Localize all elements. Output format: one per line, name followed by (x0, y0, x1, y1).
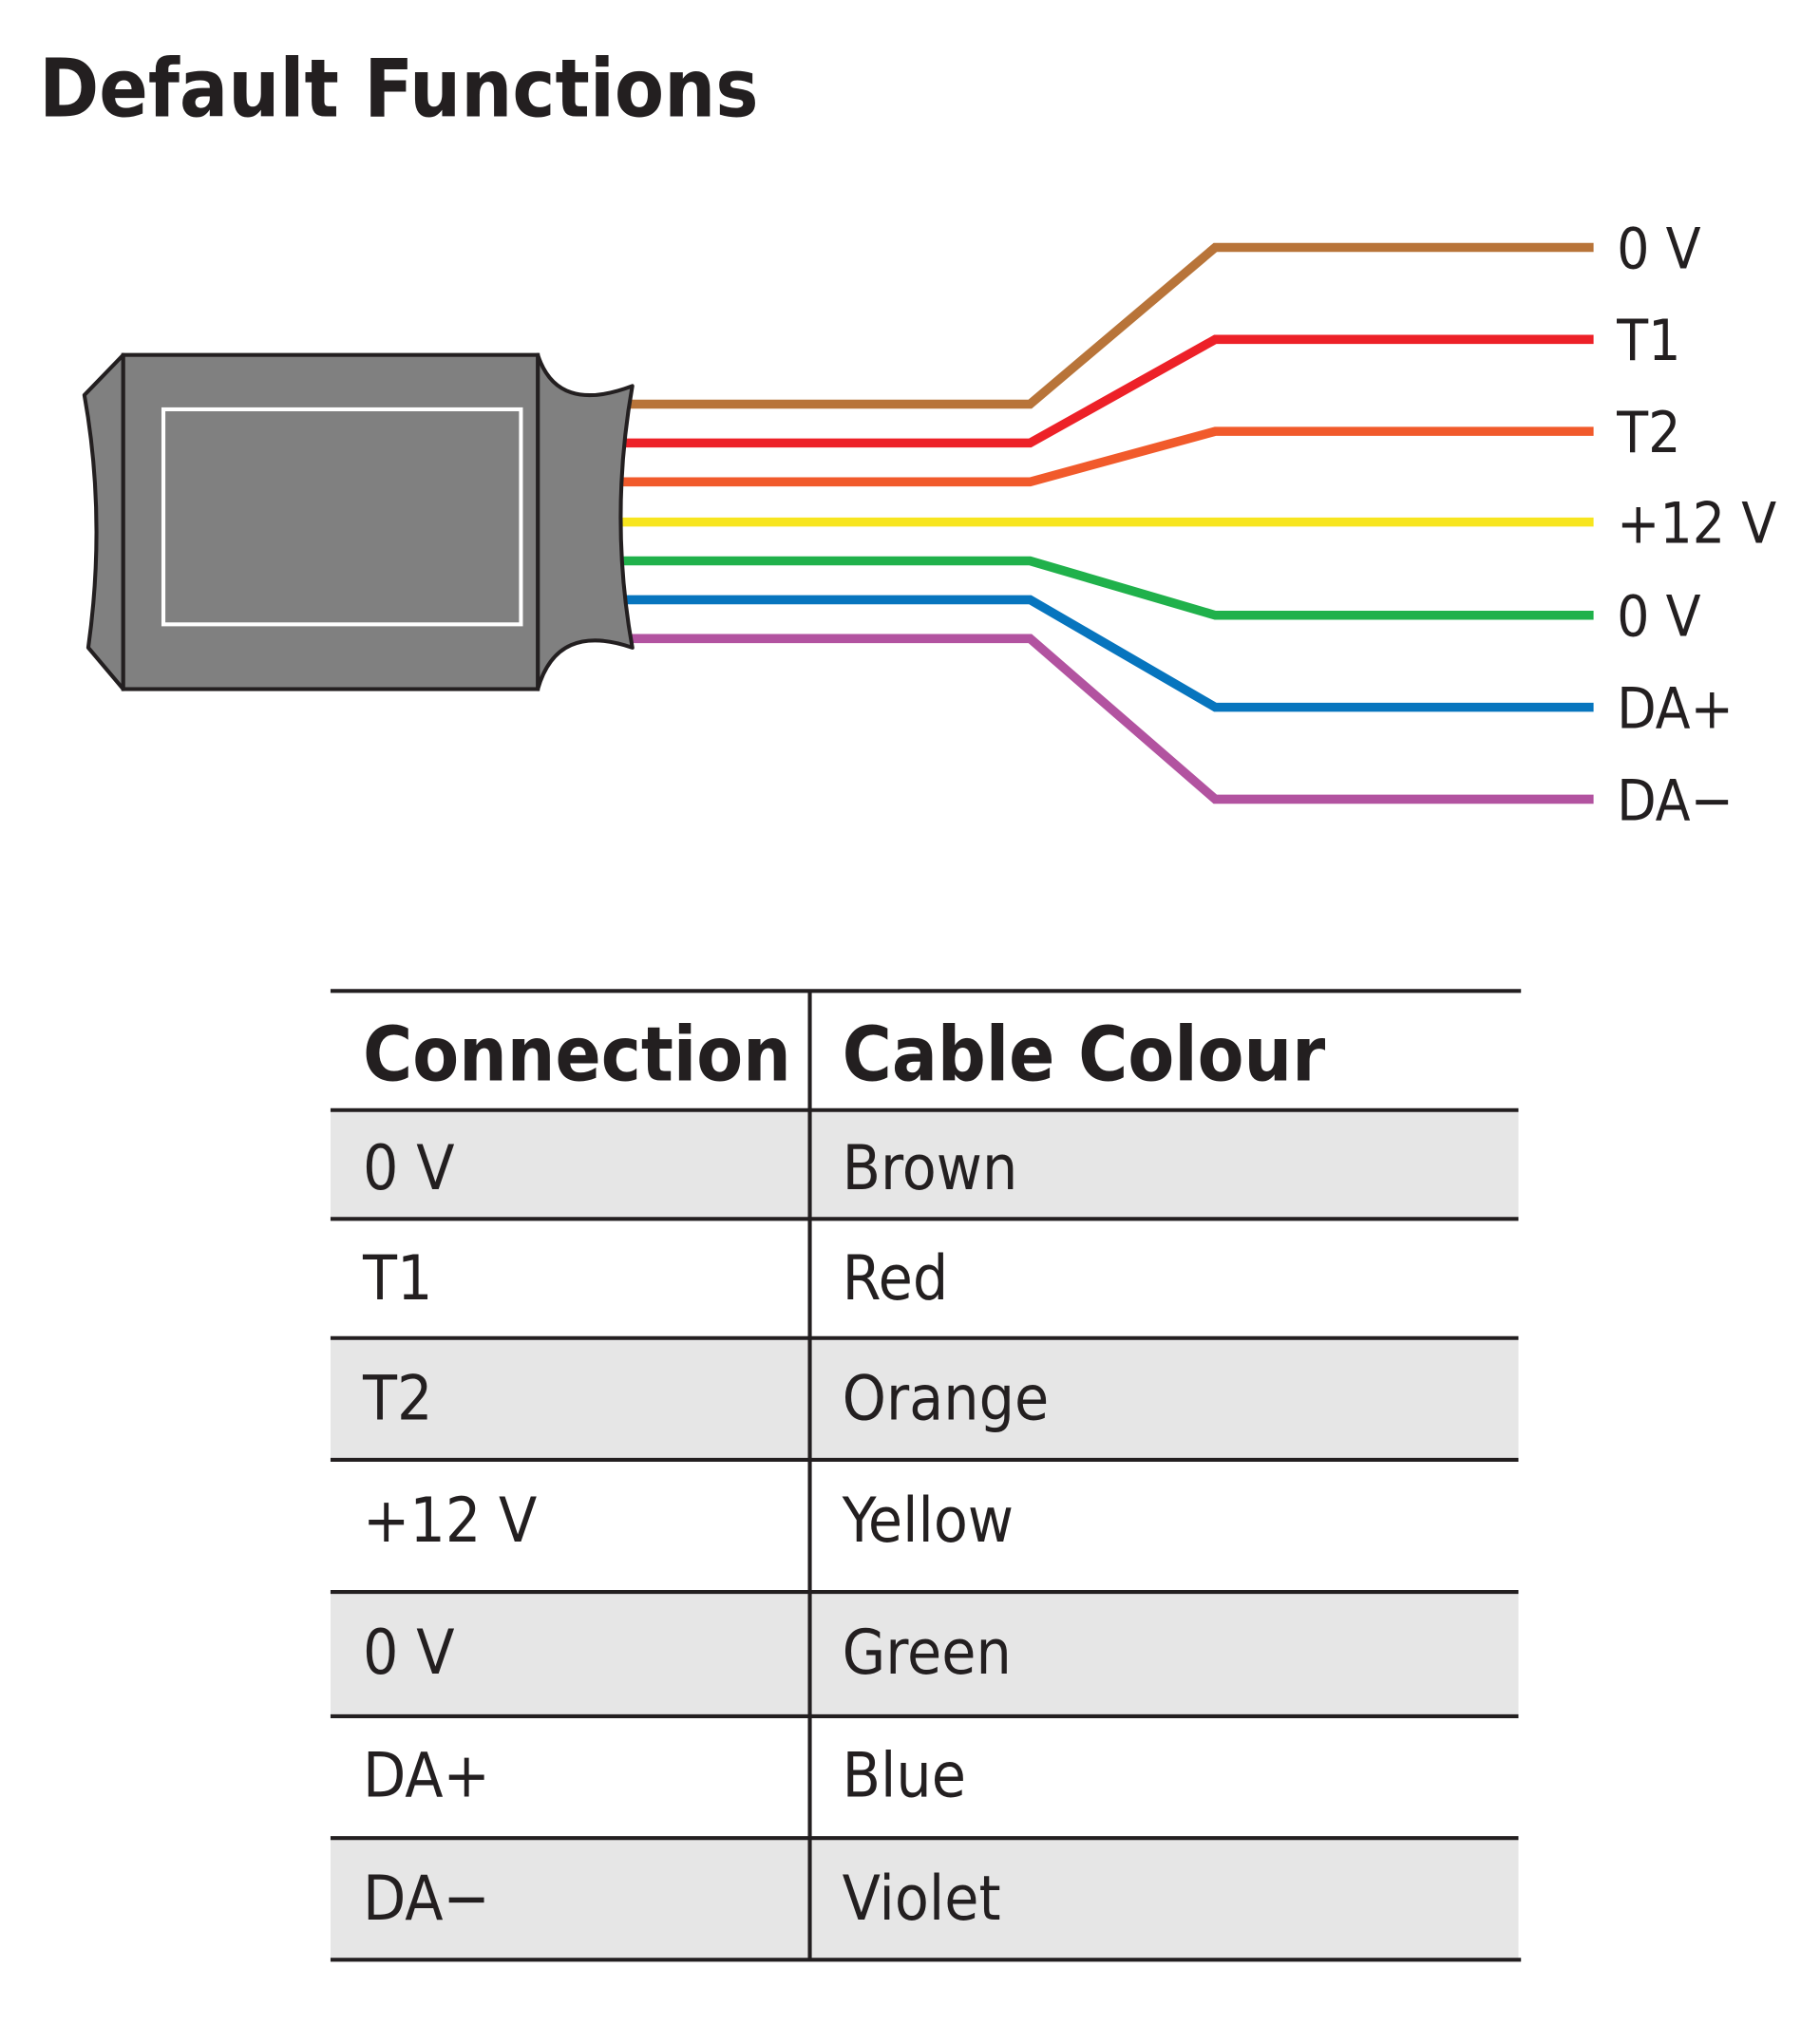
table-header-connection: Connection (363, 1011, 791, 1098)
wire-label: DA+ (1617, 675, 1734, 742)
wire-label: 0 V (1617, 216, 1700, 282)
device-module (82, 352, 635, 691)
wire-label: T1 (1616, 308, 1680, 374)
wire-labels: 0 V T1 T2 +12 V 0 V DA+ DA− (1616, 216, 1776, 834)
table-cell: 0 V (363, 1132, 454, 1204)
wire-label: T2 (1616, 400, 1680, 466)
cable-wires (609, 242, 1594, 804)
wire-label: +12 V (1617, 490, 1776, 557)
row-shade (330, 1337, 1519, 1460)
row-shade (330, 1109, 1519, 1220)
table-cell: Green (843, 1617, 1012, 1689)
wire (609, 242, 1594, 409)
device-body (121, 352, 540, 691)
table-rules (330, 989, 1522, 1962)
connection-table: Connection Cable Colour 0 V Brown T1 Red… (330, 989, 1522, 1962)
table-cell: +12 V (363, 1485, 537, 1557)
wire (609, 426, 1594, 487)
device-label-area (161, 407, 523, 627)
table-cell: Yellow (842, 1485, 1014, 1557)
table-cell: DA+ (363, 1740, 490, 1812)
table-cell: T1 (362, 1242, 432, 1315)
page-title: Default Functions (39, 43, 759, 136)
device-right-flap (536, 352, 635, 691)
wire-label: DA− (1617, 767, 1734, 834)
wire (609, 634, 1594, 804)
table-cell: Red (843, 1242, 949, 1315)
table-cell: Orange (843, 1363, 1050, 1435)
wire (609, 556, 1594, 620)
row-shade (330, 1592, 1519, 1716)
device-left-flap (82, 352, 125, 691)
table-cell: Brown (843, 1132, 1018, 1204)
row-shade (330, 1838, 1519, 1960)
table-cell: 0 V (363, 1617, 454, 1689)
table-cell: Blue (843, 1740, 966, 1812)
wire (609, 334, 1594, 448)
table-header-cable-colour: Cable Colour (843, 1011, 1326, 1098)
wire (609, 595, 1594, 712)
table-cell: T2 (362, 1363, 432, 1435)
table-cell: DA− (363, 1863, 490, 1935)
wire-label: 0 V (1617, 584, 1700, 651)
table-cell: Violet (843, 1863, 1001, 1935)
